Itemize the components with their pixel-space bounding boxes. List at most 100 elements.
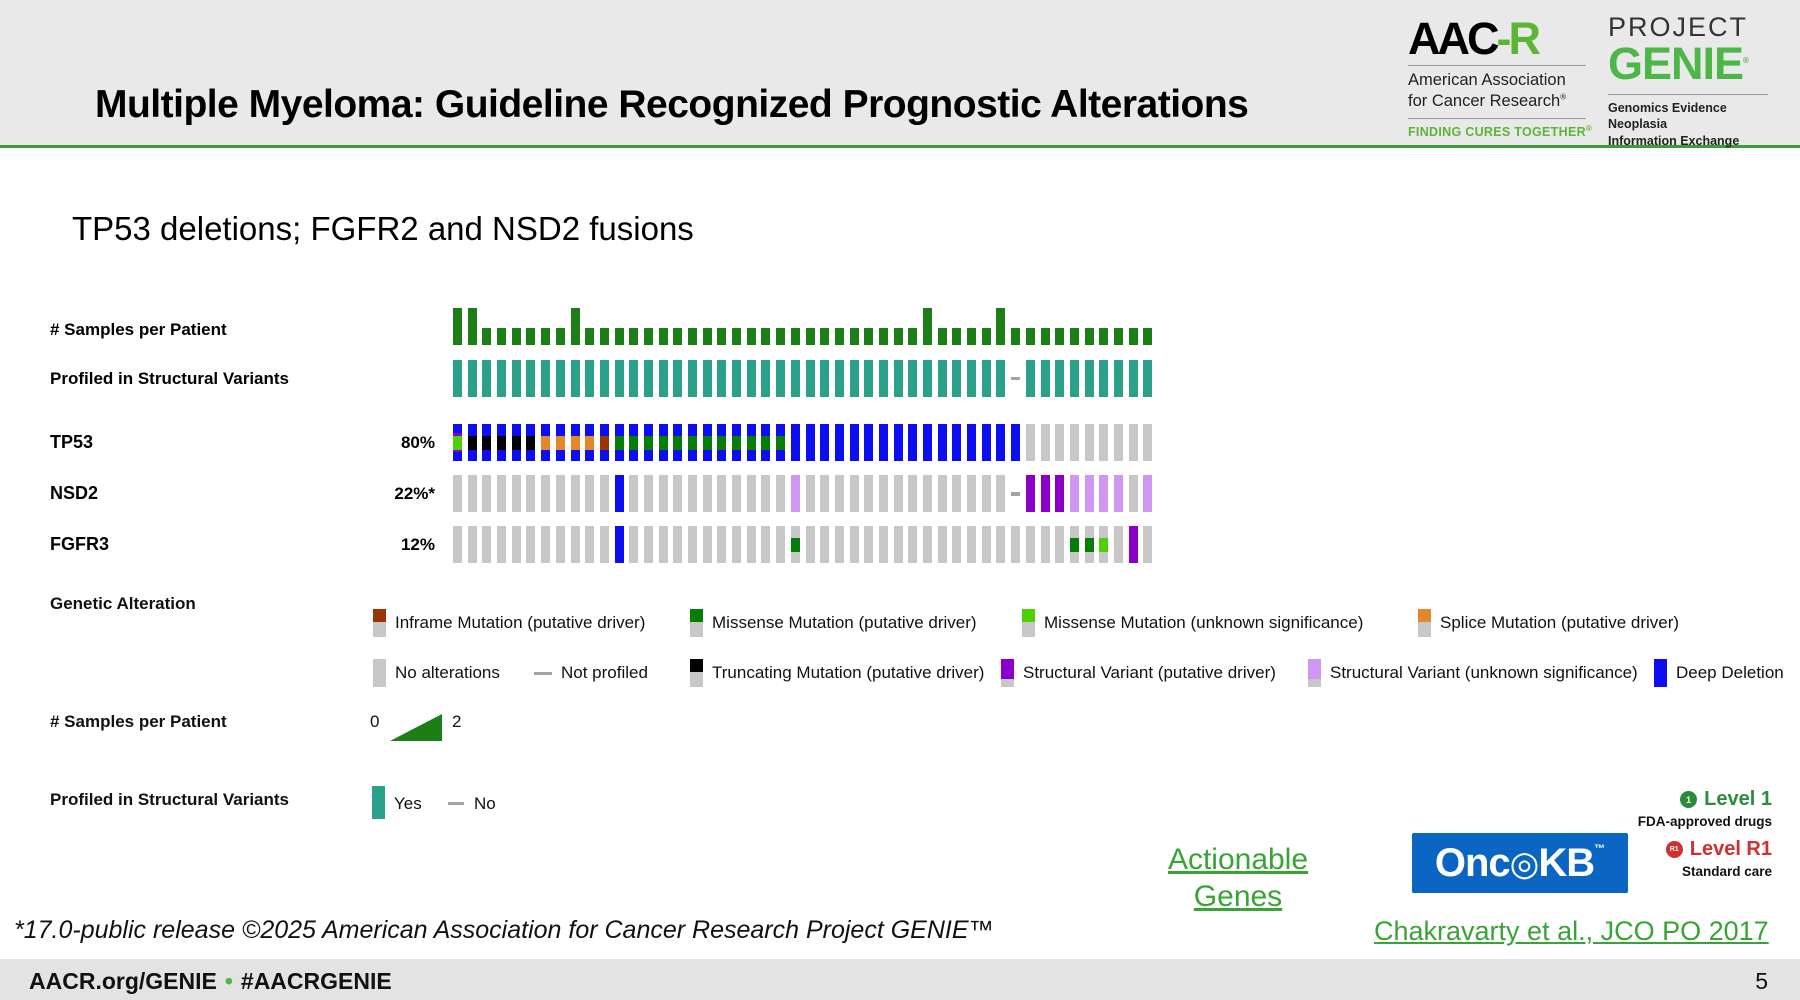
gene-percent-FGFR3: 12% — [400, 535, 435, 554]
oncoprint-cell-none — [981, 526, 991, 563]
profiled-yes-bar — [673, 360, 683, 397]
profiled-yes-bar — [1099, 360, 1109, 397]
legend-label: Inframe Mutation (putative driver) — [395, 613, 646, 632]
oncoprint-cell-none — [717, 526, 727, 563]
oncoprint-cell-none — [952, 475, 962, 512]
oncoprint-cell-missense — [1069, 526, 1079, 563]
profiled-yes-bar — [526, 360, 536, 397]
oncoprint-cell-none — [673, 526, 683, 563]
oncoprint-cell-none — [482, 526, 492, 563]
oncoprint-cell-none — [996, 475, 1006, 512]
profiled-yes-bar — [923, 360, 932, 397]
samples-bar — [643, 328, 653, 345]
oncoprint-cell-none — [629, 526, 639, 563]
oncoprint-cell-none — [732, 475, 742, 512]
samples-bar — [937, 328, 947, 345]
samples-bar — [555, 328, 565, 345]
level1-row: 1 Level 1 — [1582, 788, 1772, 811]
oncoprint-cell-sv_vus — [790, 475, 800, 512]
samples-bar — [482, 328, 492, 345]
oncoprint-cell-none — [497, 475, 507, 512]
oncoprint-cell-sv — [1055, 475, 1065, 512]
samples-bar — [864, 328, 874, 345]
oncoprint-cell-none — [834, 475, 844, 512]
legend-item-np: Not profiled — [534, 658, 648, 688]
samples-legend-min: 0 — [370, 712, 380, 731]
oncoprint-cell-dd_splice — [570, 424, 580, 461]
page-number: 5 — [1755, 968, 1768, 994]
bottom-bar-text: AACR.org/GENIE•#AACRGENIE — [29, 968, 392, 995]
oncoprint-cell-sv_vus — [1084, 475, 1094, 512]
oncoprint-cell-none — [1025, 424, 1035, 461]
oncoprint-cell-dd_trunc — [467, 424, 477, 461]
legend-label: Not profiled — [561, 663, 648, 682]
samples-bar — [761, 328, 771, 345]
samples-bar — [820, 328, 830, 345]
samples-bar — [467, 308, 477, 345]
legend-swatch-sv_vus — [1308, 659, 1321, 687]
profiled-yes-bar — [1025, 360, 1035, 397]
oncoprint-cell-dd_missense — [746, 424, 756, 461]
genie-name-text: GENIE® — [1608, 38, 1749, 89]
oncoprint-cell-dd — [834, 424, 844, 461]
oncoprint-cell-dd_missense — [717, 424, 727, 461]
oncoprint-cell-none — [776, 526, 786, 563]
profiled-no-dash — [1011, 376, 1021, 381]
samples-bar — [541, 328, 551, 345]
oncoprint-cell-none — [643, 526, 653, 563]
oncoprint-cell-dd — [1011, 424, 1021, 461]
profiled-yes-bar — [1128, 360, 1138, 397]
oncoprint-cell-none — [761, 475, 771, 512]
profiled-yes-bar — [732, 360, 742, 397]
samples-legend-label: # Samples per Patient — [50, 712, 227, 731]
samples-bar — [673, 328, 683, 345]
samples-bar — [1113, 328, 1123, 345]
legend-item-sv_vus: Structural Variant (unknown significance… — [1308, 658, 1638, 688]
levelr1-badge-icon: R1 — [1665, 841, 1683, 858]
profiled-yes-bar — [629, 360, 639, 397]
samples-bar — [1055, 328, 1065, 345]
profiled-yes-bar — [702, 360, 712, 397]
oncoprint-cell-none — [1055, 424, 1065, 461]
oncoprint-cell-sv_vus — [1143, 475, 1153, 512]
oncoprint-cell-sv — [1040, 475, 1050, 512]
profiled-yes-bar — [1113, 360, 1123, 397]
oncoprint-cell-dd — [981, 424, 991, 461]
oncoprint-cell-none — [1025, 526, 1035, 563]
genie-rule — [1608, 94, 1768, 95]
samples-bar — [732, 328, 742, 345]
oncoprint-cell-none — [1040, 424, 1050, 461]
legend-swatch-dd — [1654, 659, 1667, 687]
gene-label-FGFR3: FGFR3 — [50, 534, 110, 554]
oncoprint-cell-dd_missense — [658, 424, 668, 461]
profiled-yes-bar — [849, 360, 859, 397]
oncoprint-cell-dd — [893, 424, 903, 461]
profiled-yes-bar — [585, 360, 595, 397]
levelr1-label: Level R1 — [1689, 838, 1772, 860]
legend-title: Genetic Alteration — [50, 594, 196, 613]
oncokb-bullseye-icon: ◎ — [1509, 845, 1540, 883]
oncoprint-cell-dd_trunc — [497, 424, 507, 461]
legend-swatch-none — [373, 659, 386, 687]
samples-bar — [717, 328, 727, 345]
legend-label: No alterations — [395, 663, 500, 682]
oncoprint-cell-none — [585, 526, 595, 563]
oncoprint-cell-dd — [820, 424, 830, 461]
levelr1-sublabel: Standard care — [1681, 864, 1772, 879]
oncoprint-cell-none — [555, 526, 565, 563]
actionable-genes-link[interactable]: Actionable Genes — [1167, 843, 1309, 913]
oncoprint-cell-none — [1069, 424, 1079, 461]
release-footnote: *17.0-public release ©2025 American Asso… — [14, 916, 994, 944]
oncoprint-cell-none — [878, 475, 888, 512]
aacr-line2: for Cancer Research® — [1408, 91, 1567, 110]
header-divider — [0, 145, 1800, 148]
citation-link[interactable]: Chakravarty et al., JCO PO 2017 — [1374, 916, 1769, 946]
level1-badge-icon: 1 — [1680, 791, 1698, 808]
samples-bar — [614, 328, 624, 345]
oncoprint-cell-none — [864, 475, 874, 512]
profiled-yes-bar — [776, 360, 786, 397]
oncoprint-cell-dd — [952, 424, 962, 461]
oncoprint-cell-none — [937, 526, 947, 563]
